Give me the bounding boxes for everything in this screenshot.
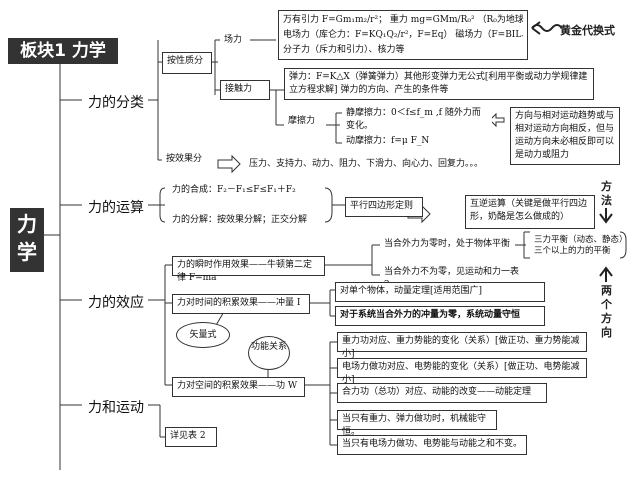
root-label: 力学 bbox=[17, 212, 37, 264]
see-table-box: 详见表 2 bbox=[165, 427, 217, 447]
root-node: 力学 bbox=[10, 208, 44, 272]
category-effect: 力的效应 bbox=[88, 295, 144, 311]
vector-ellipse: 矢量式 bbox=[176, 322, 230, 348]
by-effect-label: 按效果分 bbox=[162, 151, 217, 171]
work-item-box: 重力功对应、重力势能的变化（关系）[做正功、重力势能减小] bbox=[337, 332, 587, 359]
category-classification: 力的分类 bbox=[88, 95, 144, 111]
field-item: 分子力（斥力和引力）、核力等 bbox=[283, 45, 405, 55]
more-forces-equilibrium: 三个以上的力的平衡 bbox=[534, 246, 611, 256]
effect-force-list: 压力、支持力、动力、阻力、下滑力、向心力、回复力。。。 bbox=[245, 156, 495, 176]
instant-effect-box: 力的瞬时作用效果——牛顿第二定律 F=ma bbox=[172, 256, 325, 283]
field-item: 万有引力 F=Gm₁m₂/r²； 重力 mg=GMm/R₀² （R₀为地球的半径… bbox=[283, 15, 523, 25]
parallelogram-box: 平行四边形定则 bbox=[345, 197, 423, 217]
contact-force-box: 接触力 bbox=[220, 80, 270, 100]
by-nature-box: 按性质分 bbox=[162, 52, 212, 74]
field-force-label: 场力 bbox=[220, 32, 250, 52]
system-box: 对于系统当合外力的冲量为零，系统动量守恒 bbox=[335, 306, 545, 326]
friction-label: 摩擦力 bbox=[284, 113, 326, 133]
category-motion: 力和运动 bbox=[88, 400, 144, 416]
work-energy-circle: 功能关系 bbox=[248, 336, 290, 370]
work-item-box: 合力功（总功）对应、动能的改变——动能定理 bbox=[337, 383, 547, 403]
work-item-box: 当只有重力、弹力做功时，机械能守恒。 bbox=[337, 410, 497, 437]
elastic-force-box: 弹力：F=K△X（弹簧弹力）其他形变弹力无公式[利用平衡或动力学规律建立方程求解… bbox=[284, 68, 594, 100]
single-object-box: 对单个物体，动量定理[适用范围广] bbox=[335, 282, 545, 302]
method-note: 方法 bbox=[601, 180, 612, 207]
time-accum-box: 力对时间的积累效果——冲量 I bbox=[172, 294, 310, 314]
field-item: 电场力（库仑力：F=KQ₁Q₂/r²，F=Eq） 磁场力（F=BIL、 f=qv… bbox=[283, 30, 523, 40]
reciprocal-box: 互逆运算（关键是做平行四边形，奶酪是怎么做成的） bbox=[465, 195, 595, 229]
two-directions-note: 两个方向 bbox=[601, 284, 612, 339]
force-synthesis: 力的合成：F₂－F₁≤F≤F₁＋F₂ bbox=[168, 182, 323, 200]
work-item-box: 当只有电场力做功、电势能与动能之和不变。 bbox=[337, 435, 527, 455]
friction-direction-box: 方向与相对运动趋势或与相对运动方向相反，但与运动方向未必相反即可以是动力或阻力 bbox=[510, 107, 620, 165]
field-force-box: 万有引力 F=Gm₁m₂/r²； 重力 mg=GMm/R₀² （R₀为地球的半径… bbox=[278, 10, 528, 60]
force-decomposition: 力的分解：按效果分解；正交分解 bbox=[168, 212, 323, 230]
work-item-box: 电场力做功对应、电势能的变化（关系）[做正功、电势能减小] bbox=[337, 358, 587, 385]
category-operation: 力的运算 bbox=[88, 200, 144, 216]
net-nonzero-text: 当合外力不为零，见运动和力一表 2。 bbox=[380, 264, 530, 290]
equilibrium-box: 三力平衡（动态、静态） 三个以上的力的平衡 bbox=[530, 233, 628, 257]
space-accum-box: 力对空间的积累效果——功 W bbox=[172, 377, 305, 397]
section-title: 板块1 力学 bbox=[8, 38, 118, 64]
static-friction: 静摩擦力：0＜f≤f_m ,f 随外力而变化。 bbox=[342, 105, 492, 131]
kinetic-friction: 动摩擦力：f=μ F_N bbox=[342, 133, 442, 153]
three-forces-equilibrium: 三力平衡（动态、静态） bbox=[534, 235, 628, 245]
net-zero-text: 当合外力为零时，处于物体平衡 bbox=[380, 236, 515, 256]
gold-formula-note: 黄金代换式 bbox=[560, 24, 615, 37]
